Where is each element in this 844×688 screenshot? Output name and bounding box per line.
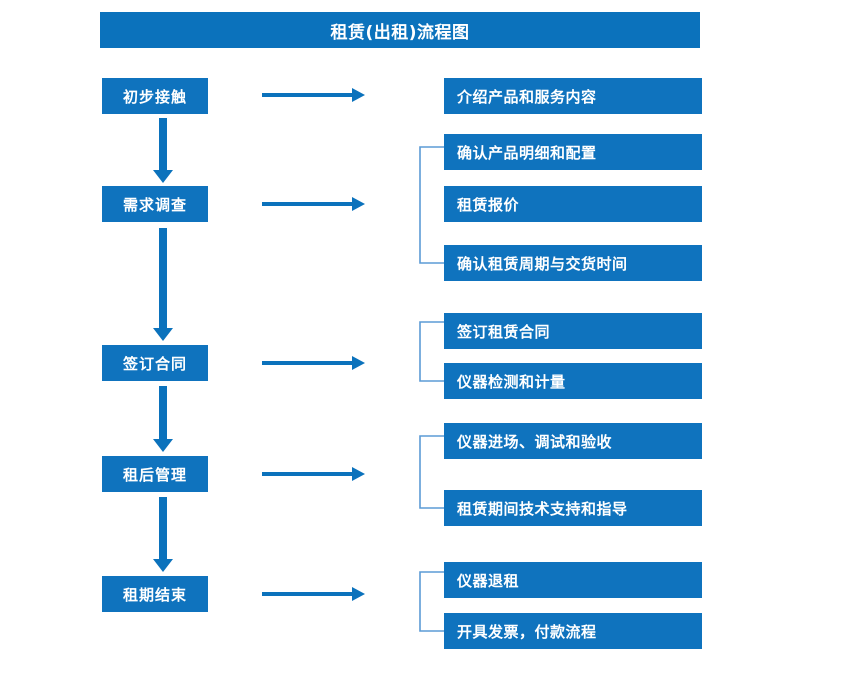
arrow-aftercare-to-end-icon: [153, 497, 173, 572]
arrow-contract-to-aftercare-icon: [153, 386, 173, 452]
bracket-aftercare-group-icon: [419, 435, 444, 509]
stage-box-chubu-jiechu[interactable]: 初步接触: [102, 78, 208, 114]
detail-box-yiqi-jinchang-tiaoshi[interactable]: 仪器进场、调试和验收: [444, 423, 702, 459]
arrow-to-aftercare-icon: [262, 467, 365, 481]
arrow-contact-to-survey-icon: [153, 118, 173, 183]
stage-box-zuqi-jieshu[interactable]: 租期结束: [102, 576, 208, 612]
stage-box-qianding-hetong[interactable]: 签订合同: [102, 345, 208, 381]
detail-box-queren-chanpin-mingxi[interactable]: 确认产品明细和配置: [444, 134, 702, 170]
stage-box-xuqiu-diaocha[interactable]: 需求调查: [102, 186, 208, 222]
detail-box-yiqi-jiance-jiliang[interactable]: 仪器检测和计量: [444, 363, 702, 399]
detail-box-yiqi-tuizu[interactable]: 仪器退租: [444, 562, 702, 598]
arrow-to-contract-icon: [262, 356, 365, 370]
page-title: 租赁(出租)流程图: [100, 12, 700, 48]
arrow-survey-to-contract-icon: [153, 228, 173, 341]
arrow-to-end-icon: [262, 587, 365, 601]
detail-box-zulin-baojia[interactable]: 租赁报价: [444, 186, 702, 222]
detail-box-zulin-qijian-jishu-zhichi[interactable]: 租赁期间技术支持和指导: [444, 490, 702, 526]
arrow-to-intro-icon: [262, 88, 365, 102]
bracket-end-group-icon: [419, 571, 444, 632]
detail-box-jieshao-chanpin-fuwu[interactable]: 介绍产品和服务内容: [444, 78, 702, 114]
bracket-survey-group-icon: [419, 146, 444, 264]
detail-box-qianding-zulin-hetong[interactable]: 签订租赁合同: [444, 313, 702, 349]
stage-box-zuhou-guanli[interactable]: 租后管理: [102, 456, 208, 492]
detail-box-kaiju-fapiao-fukuan[interactable]: 开具发票，付款流程: [444, 613, 702, 649]
arrow-to-survey-icon: [262, 197, 365, 211]
detail-box-queren-zulin-zhouqi[interactable]: 确认租赁周期与交货时间: [444, 245, 702, 281]
bracket-contract-group-icon: [419, 321, 444, 382]
